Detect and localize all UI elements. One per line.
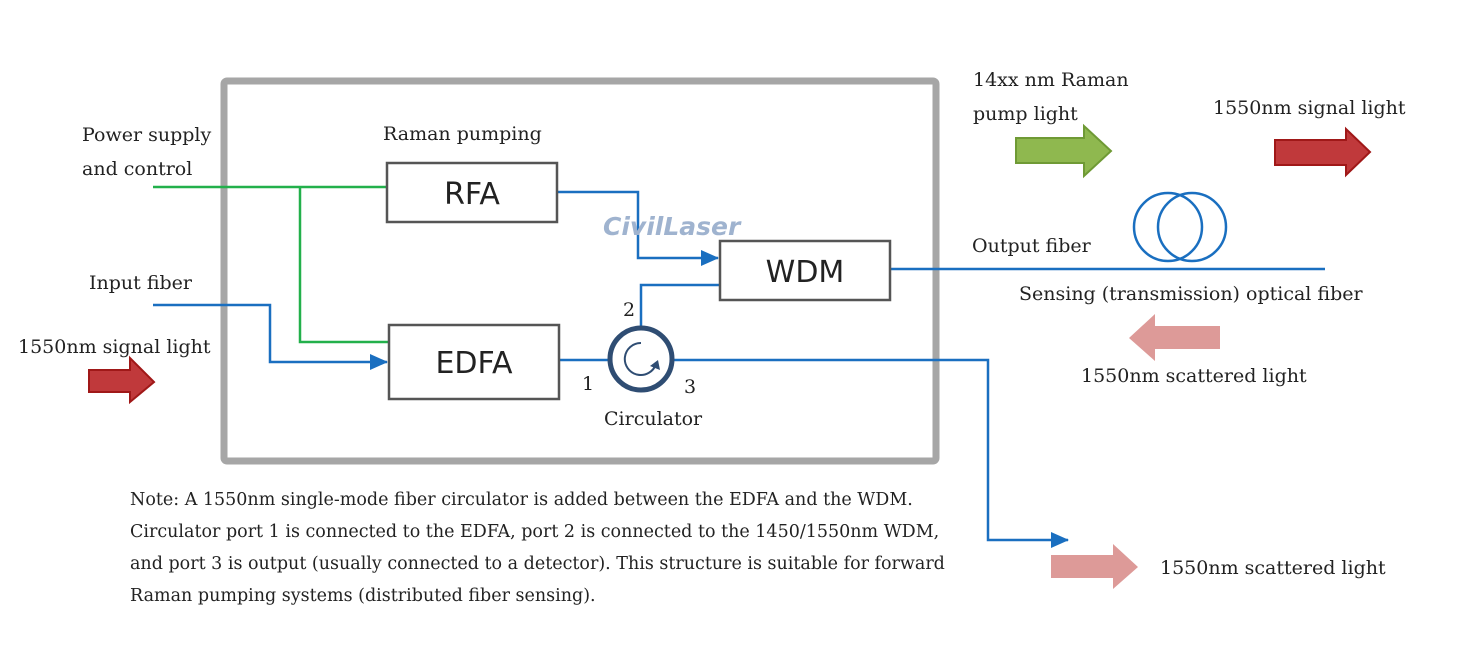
note-line: and port 3 is output (usually connected … xyxy=(130,554,945,574)
fiber-coil-icon xyxy=(1132,191,1228,263)
raman-pump-label-2: pump light xyxy=(973,103,1078,125)
raman-pumping-label: Raman pumping xyxy=(383,123,542,145)
edfa-label: EDFA xyxy=(435,346,513,381)
note-line: Raman pumping systems (distributed fiber… xyxy=(130,586,596,606)
power-control-lines xyxy=(153,185,389,344)
pump-arrow xyxy=(1015,123,1113,179)
circulator-output-line xyxy=(673,358,1069,548)
raman-pump-label-1: 14xx nm Raman xyxy=(973,69,1129,91)
rfa-box xyxy=(385,161,559,224)
power-supply-label: Power supply xyxy=(82,124,211,146)
signal-in-arrow xyxy=(88,355,156,405)
fiber-lines xyxy=(153,190,1325,548)
note-line: Note: A 1550nm single-mode fiber circula… xyxy=(130,490,913,510)
output-fiber-label: Output fiber xyxy=(972,235,1092,257)
scattered-out-arrow xyxy=(1051,544,1138,589)
scattered-out-label: 1550nm scattered light xyxy=(1160,557,1386,579)
power-control-label: and control xyxy=(82,158,192,180)
circulator-icon xyxy=(607,325,675,393)
circulator-port-3: 3 xyxy=(684,376,696,398)
scattered-back-label: 1550nm scattered light xyxy=(1081,365,1307,387)
input-fiber-label: Input fiber xyxy=(89,272,193,294)
circulator-port-2: 2 xyxy=(623,299,635,321)
edfa-box xyxy=(387,323,561,401)
wdm-label: WDM xyxy=(766,255,845,290)
scattered-back-arrow xyxy=(1129,314,1220,361)
watermark-logo: CivilLaser xyxy=(603,212,742,241)
input-fiber-line xyxy=(153,303,388,370)
wdm-box xyxy=(718,239,892,302)
rfa-label: RFA xyxy=(444,177,500,212)
circulator-port-1: 1 xyxy=(582,373,594,395)
rfa-to-wdm-line xyxy=(557,190,719,266)
circulator-label: Circulator xyxy=(604,408,703,430)
sensing-fiber-label: Sensing (transmission) optical fiber xyxy=(1019,283,1363,305)
signal-out-arrow xyxy=(1274,126,1372,178)
note-paragraph: Note: A 1550nm single-mode fiber circula… xyxy=(130,484,960,612)
note-line: Circulator port 1 is connected to the ED… xyxy=(130,522,940,542)
signal-in-label: 1550nm signal light xyxy=(18,336,211,358)
signal-out-label: 1550nm signal light xyxy=(1213,97,1406,119)
amplifier-enclosure xyxy=(220,77,940,465)
circulator-to-wdm-line xyxy=(639,283,720,327)
